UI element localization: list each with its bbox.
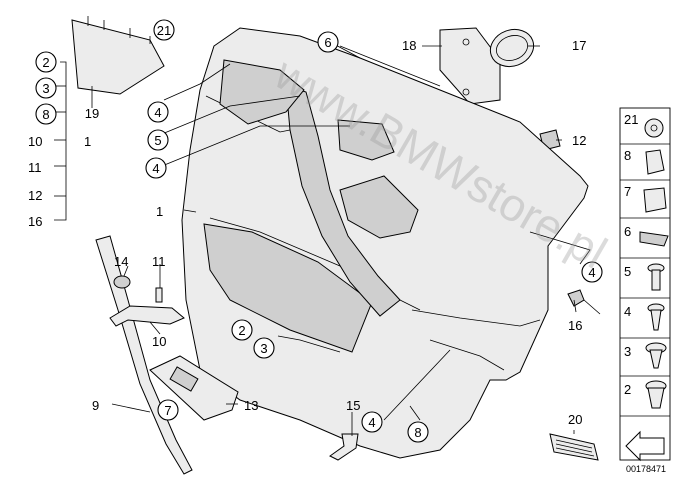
label-12-right[interactable]: 12	[572, 133, 586, 148]
arrow-icon	[625, 430, 665, 462]
diagram-code: 00178471	[626, 464, 666, 474]
label-9[interactable]: 9	[92, 398, 99, 413]
svg-text:19: 19	[85, 106, 99, 121]
svg-text:1: 1	[84, 134, 91, 149]
part-6-upper-insert[interactable]	[219, 59, 395, 161]
callout-4-a[interactable]: 4	[147, 101, 169, 123]
svg-text:7: 7	[164, 403, 171, 418]
fastener-7-icon	[643, 187, 667, 213]
callout-2-left[interactable]: 2	[35, 51, 57, 73]
legend-3[interactable]: 3	[624, 344, 631, 359]
label-1-main[interactable]: 1	[156, 204, 163, 219]
part-17-speaker-grille[interactable]	[485, 24, 539, 73]
label-10-1[interactable]: 10 1	[28, 134, 91, 149]
svg-text:8: 8	[414, 425, 421, 440]
fastener-5-icon	[647, 263, 665, 291]
label-11-left[interactable]: 11	[28, 160, 42, 175]
label-12-left[interactable]: 12	[28, 188, 42, 203]
svg-text:4: 4	[154, 105, 161, 120]
callout-7[interactable]: 7	[157, 399, 179, 421]
label-13[interactable]: 13	[244, 398, 258, 413]
callout-3-mid[interactable]: 3	[253, 337, 275, 359]
fastener-8-icon	[645, 149, 665, 175]
part-11-pin[interactable]	[155, 287, 163, 303]
svg-text:6: 6	[324, 35, 331, 50]
fastener-legend: 21 8 7 6 5 4 3 2	[619, 107, 671, 462]
callout-4-d[interactable]: 4	[361, 411, 383, 433]
callout-5[interactable]: 5	[147, 129, 169, 151]
label-16-left[interactable]: 16	[28, 214, 42, 229]
label-16-right[interactable]: 16	[568, 318, 582, 333]
svg-text:2: 2	[42, 55, 49, 70]
callout-21-text: 21	[157, 23, 171, 38]
callout-3-left[interactable]: 3	[35, 77, 57, 99]
part-16-lock-pin[interactable]	[567, 289, 601, 315]
part-15-fastener[interactable]	[329, 433, 359, 461]
label-10-mid[interactable]: 10	[152, 334, 166, 349]
legend-21[interactable]: 21	[624, 112, 638, 127]
fastener-3-icon	[645, 342, 667, 369]
svg-text:2: 2	[238, 323, 245, 338]
fastener-21-icon	[644, 118, 664, 138]
fastener-4-icon	[647, 303, 665, 331]
label-20[interactable]: 20	[568, 412, 582, 427]
part-20-grille[interactable]	[549, 433, 599, 461]
part-18-cover-plate[interactable]	[439, 27, 501, 105]
callout-4-c[interactable]: 4	[581, 261, 603, 283]
leader-lines	[54, 28, 591, 436]
legend-7[interactable]: 7	[624, 184, 631, 199]
part-14-knob[interactable]	[113, 275, 131, 289]
callout-8-left[interactable]: 8	[35, 103, 57, 125]
legend-8[interactable]: 8	[624, 148, 631, 163]
legend-4[interactable]: 4	[624, 304, 631, 319]
legend-2[interactable]: 2	[624, 382, 631, 397]
svg-text:3: 3	[42, 81, 49, 96]
part-5-grab-handle[interactable]	[285, 85, 401, 317]
label-11-mid[interactable]: 11	[152, 254, 166, 269]
svg-text:10: 10	[28, 134, 42, 149]
callout-6[interactable]: 6	[317, 31, 339, 53]
svg-text:4: 4	[588, 265, 595, 280]
svg-text:4: 4	[152, 161, 159, 176]
part-19-corner-trim[interactable]	[71, 16, 165, 95]
svg-text:5: 5	[154, 133, 161, 148]
label-18[interactable]: 18	[402, 38, 416, 53]
callout-2-mid[interactable]: 2	[231, 319, 253, 341]
part-13-window-switch[interactable]	[149, 355, 239, 421]
fastener-6-icon	[639, 231, 669, 247]
callout-21[interactable]: 21	[153, 19, 175, 41]
label-19[interactable]: 19	[85, 106, 99, 121]
svg-text:4: 4	[368, 415, 375, 430]
svg-text:8: 8	[42, 107, 49, 122]
svg-text:3: 3	[260, 341, 267, 356]
callout-4-b[interactable]: 4	[145, 157, 167, 179]
fastener-2-icon	[645, 380, 667, 409]
callout-8-bottom[interactable]: 8	[407, 421, 429, 443]
label-17[interactable]: 17	[572, 38, 586, 53]
part-10-pull-handle[interactable]	[109, 305, 185, 327]
label-14[interactable]: 14	[114, 254, 128, 269]
label-15[interactable]: 15	[346, 398, 360, 413]
part-9-trim-strip[interactable]	[95, 235, 193, 475]
legend-6[interactable]: 6	[624, 224, 631, 239]
legend-5[interactable]: 5	[624, 264, 631, 279]
